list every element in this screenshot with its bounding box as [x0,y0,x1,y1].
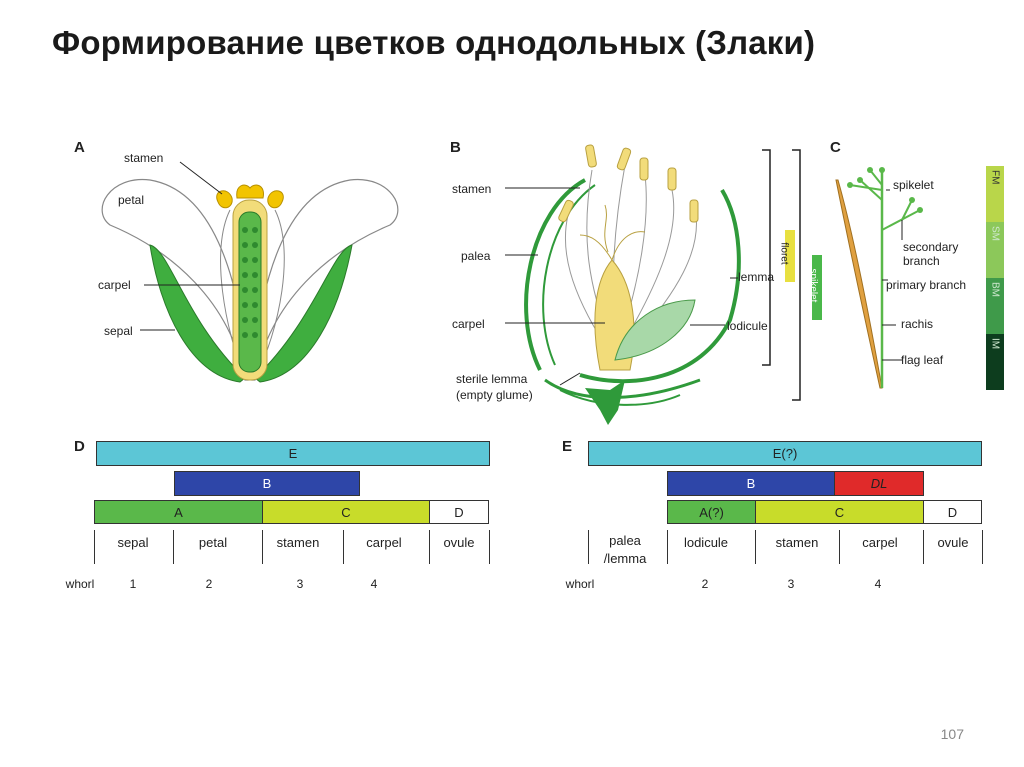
whorl-d-2: 2 [205,577,213,591]
tick-e-1 [667,530,668,564]
label-sterile-lemma-1: sterile lemma [456,372,528,386]
bar-d-d: D [429,500,489,524]
bar-c-e: C [755,500,924,524]
panel-b-floret-diagram [505,144,822,425]
organ-d-sepal: sepal [117,535,149,550]
panel-a-flower-diagram [101,161,399,383]
label-secondary-branch-1: secondary [903,240,959,254]
panel-d-letter: D [74,438,85,455]
panel-e-letter: E [562,438,573,455]
organ-d-stamen: stamen [276,535,320,550]
tick-d-0 [94,530,95,564]
label-stamen-b: stamen [452,182,492,196]
panel-c-inflorescence-diagram [835,167,923,389]
organ-e-carpel: carpel [862,535,898,550]
bar-dl-e: DL [834,471,924,496]
label-carpel-b: carpel [452,317,485,331]
right-sepal [254,244,353,383]
label-lemma-b: lemma [738,270,775,284]
panel-a-letter: A [74,139,85,156]
tick-d-5 [489,530,490,564]
tick-d-3 [343,530,344,564]
label-floret: floret [778,242,790,265]
lemma-shape [524,178,741,384]
stage-bm: BM [986,278,1004,334]
label-spikelet-c: spikelet [893,178,934,192]
label-spikelet-bracket: spikelet [807,268,819,303]
tick-d-2 [262,530,263,564]
panel-b-letter: B [450,139,461,156]
tick-d-1 [173,530,174,564]
bar-a-e: A(?) [667,500,756,524]
label-flag-leaf: flag leaf [901,353,944,367]
stigma [236,184,265,199]
stage-im: IM [986,334,1004,390]
tick-e-0 [588,530,589,564]
organ-d-petal: petal [198,535,228,550]
organ-e-lodicule: lodicule [683,535,729,550]
whorl-d-3: 3 [296,577,304,591]
label-carpel-a: carpel [98,278,131,292]
stage-fm: FM [986,166,1004,222]
tick-e-2 [755,530,756,564]
whorl-d-4: 4 [370,577,378,591]
organ-d-ovule: ovule [443,535,475,550]
bar-e-d: E [96,441,490,466]
label-rachis: rachis [901,317,934,331]
label-stamen-a: stamen [124,151,164,165]
whorl-label-e: whorl [565,577,595,591]
tick-d-4 [429,530,430,564]
stage-sm: SM [986,222,1004,278]
anther-right [267,190,284,209]
organ-d-carpel: carpel [366,535,402,550]
label-petal-a: petal [118,193,145,207]
left-petal [101,178,249,381]
bar-c-d: C [262,500,430,524]
slide-title: Формирование цветков однодольных (Злаки) [52,24,816,61]
organ-e-stamen: stamen [775,535,819,550]
whorl-e-2: 2 [701,577,709,591]
lodicule-shape [614,299,696,361]
bar-b-d: B [174,471,360,496]
label-sepal-a: sepal [104,324,133,338]
whorl-e-3: 3 [787,577,795,591]
label-lodicule-b: lodicule [727,319,768,333]
right-petal [251,178,399,381]
panel-c-letter: C [830,139,841,156]
tick-e-5 [982,530,983,564]
label-secondary-branch-2: branch [903,254,940,268]
pedicel [585,380,625,425]
bar-d-e: D [923,500,982,524]
tick-e-4 [923,530,924,564]
page-number: 107 [940,726,964,742]
bar-a-d: A [94,500,263,524]
whorl-e-4: 4 [874,577,882,591]
label-palea-b: palea [461,249,491,263]
anther-left [216,190,233,209]
organ-e-ovule: ovule [937,535,969,550]
flag-leaf [835,179,883,389]
left-sepal [149,244,246,383]
whorl-label-d: whorl [65,577,95,591]
tick-e-3 [839,530,840,564]
label-sterile-lemma-2: (empty glume) [456,388,533,402]
bar-e-e: E(?) [588,441,982,466]
label-primary-branch: primary branch [886,278,967,292]
organ-e-palea-1: palea [609,533,641,548]
organ-e-palea-2: /lemma [603,551,647,566]
whorl-d-1: 1 [129,577,137,591]
bar-b-e: B [667,471,835,496]
